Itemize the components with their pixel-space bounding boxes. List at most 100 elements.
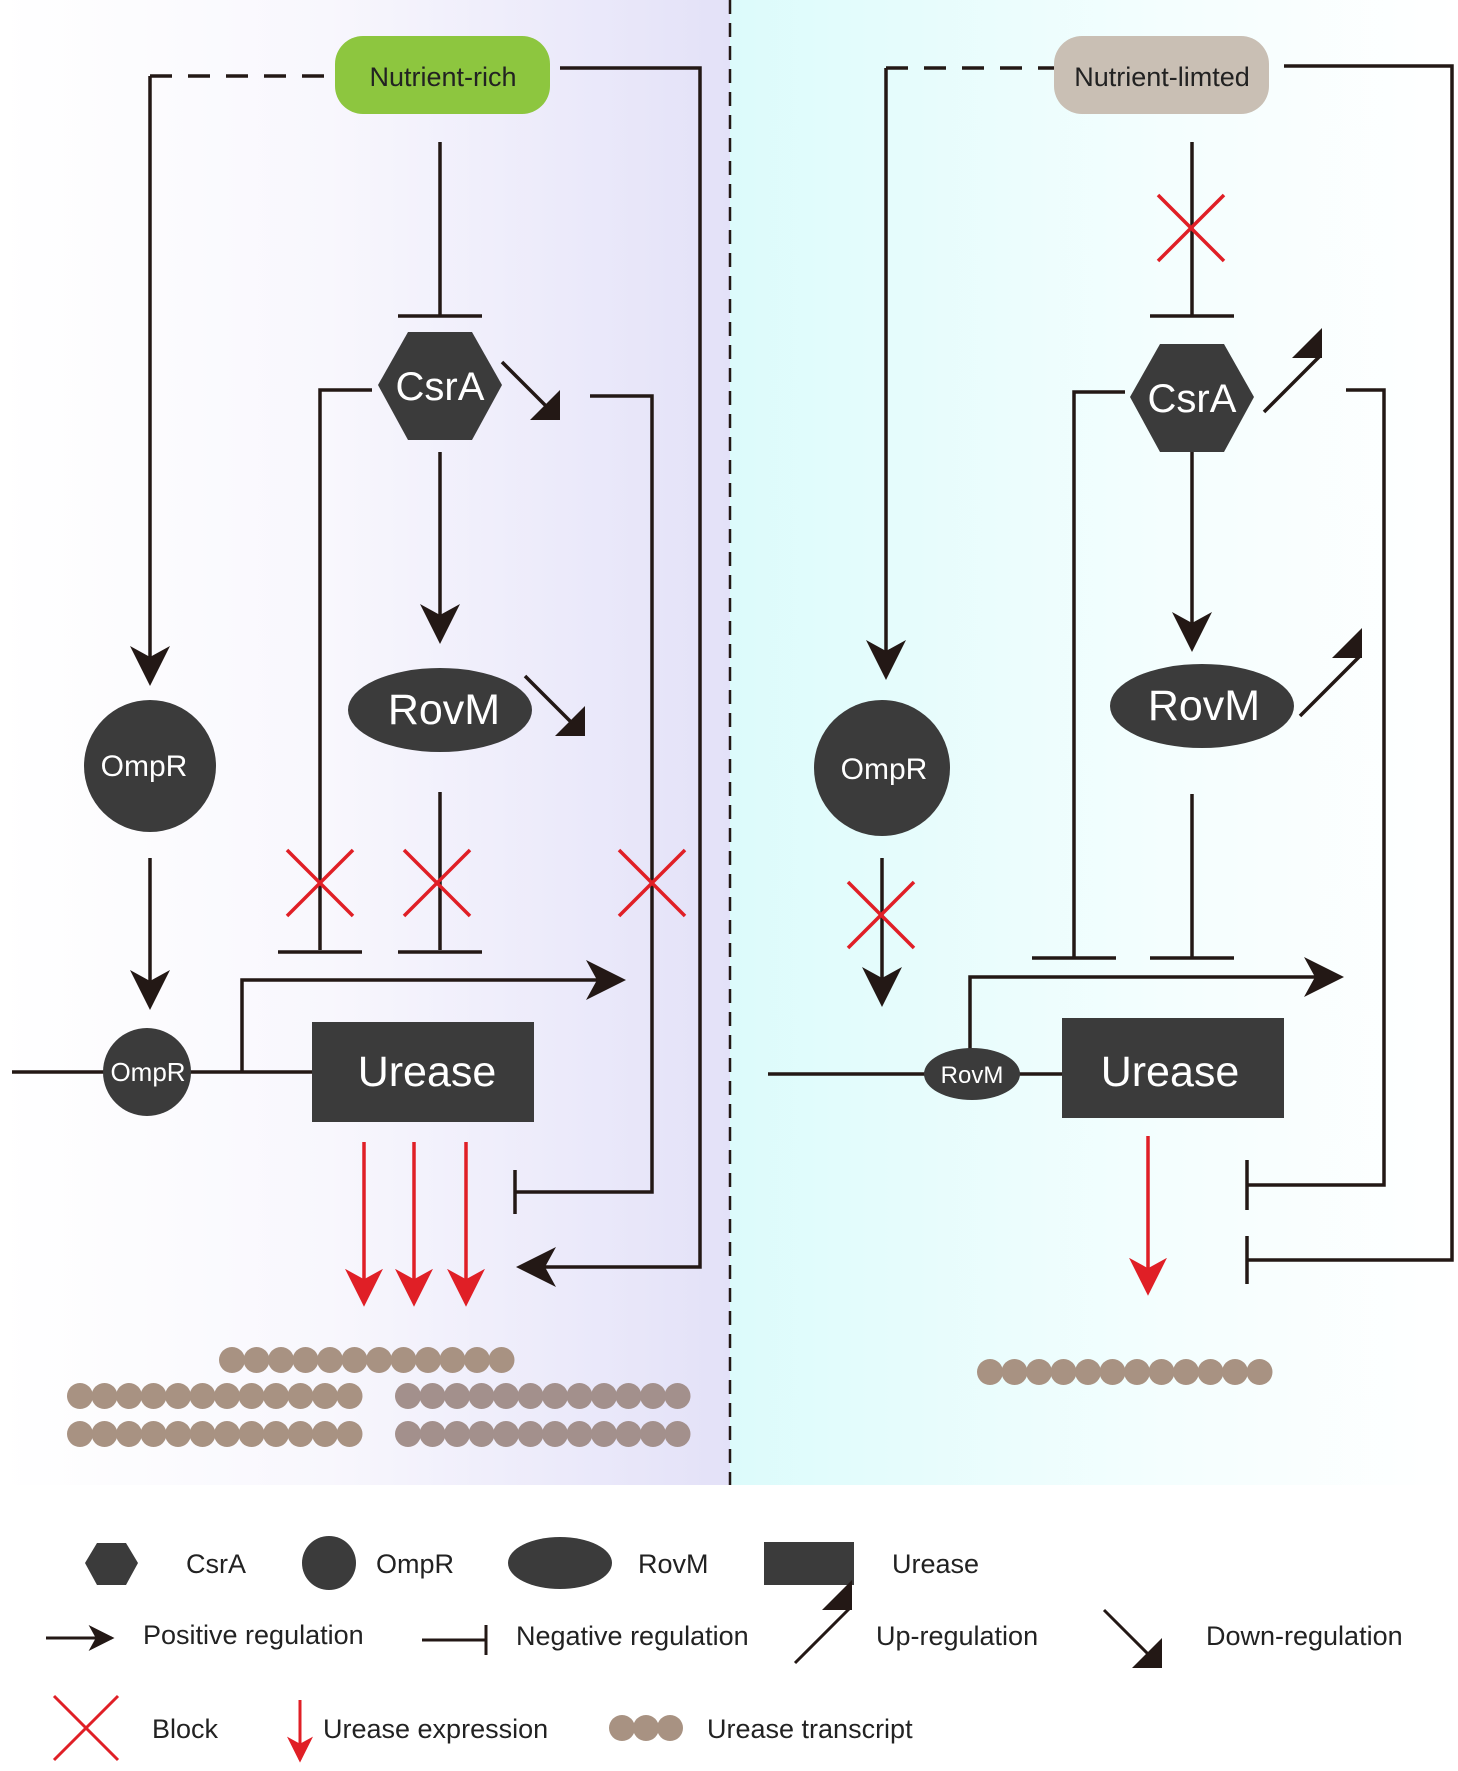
right-urease-label: Urease [1101,1048,1240,1096]
transcript-bead [615,1383,642,1409]
transcript-bead [268,1347,294,1373]
right-transcription-arrow [968,957,1344,1074]
transcript-bead [444,1383,470,1409]
left-csra-inhibit-urease [318,388,372,950]
transcript-bead [214,1383,240,1409]
transcript-bead [165,1421,191,1447]
right-csra-inhibit-urease [1072,390,1125,957]
legend-ompr-label: OmpR [376,1549,454,1579]
legend-expression-label: Urease expression [323,1714,548,1744]
transcript-bead [263,1421,289,1447]
legend-down-arrow-icon [1102,1608,1162,1668]
transcript-bead [243,1347,270,1373]
transcript-bead [336,1421,363,1447]
right-rovm-up-arrow [1298,628,1362,718]
transcript-bead [189,1421,216,1447]
right-panel [768,64,1454,1284]
right-urease-box [1062,1018,1284,1118]
transcript-bead [1075,1359,1101,1385]
legend: CsrA OmpR RovM Urease Positive regulatio… [46,1536,1403,1763]
right-csra-up-arrow [1262,328,1322,414]
transcript-bead [287,1421,314,1447]
transcript-bead [189,1383,216,1409]
left-nutrient-rich-box [335,36,550,114]
legend-positive-label: Positive regulation [143,1620,364,1650]
right-csra-node [1130,344,1254,452]
transcript-bead [1050,1359,1077,1385]
transcript-bead [517,1421,544,1447]
transcript-bead [468,1421,495,1447]
transcript-bead [640,1383,666,1409]
transcript-bead [219,1347,245,1373]
transcript-bead [1222,1359,1248,1385]
transcript-bead [336,1383,363,1409]
left-urease-label: Urease [358,1048,497,1096]
left-ompr-node [84,700,216,832]
transcript-bead [444,1421,470,1447]
transcript-bead [366,1347,392,1373]
transcript-bead [91,1383,118,1409]
left-ompr-site [103,1028,191,1116]
transcript-bead [591,1383,617,1409]
legend-block-icon [52,1694,120,1762]
left-csra-node [378,332,502,440]
left-outer-activation [516,66,702,1287]
transcript-bead [238,1383,265,1409]
right-ompr-label: OmpR [841,753,928,786]
transcript-bead [1124,1359,1150,1385]
transcript-bead [591,1421,617,1447]
transcript-bead [977,1359,1003,1385]
transcript-bead [1173,1359,1199,1385]
transcript-bead [664,1383,691,1409]
transcript-bead [1099,1359,1126,1385]
transcript-bead [493,1421,519,1447]
legend-ompr-icon [302,1536,356,1590]
right-nutrient-limited-box [1054,36,1269,114]
transcript-bead [395,1383,421,1409]
transcript-bead [640,1421,666,1447]
left-ompr-site-label: OmpR [110,1057,185,1087]
legend-csra-label: CsrA [186,1549,246,1579]
legend-transcript-label: Urease transcript [707,1714,913,1744]
transcript-bead [390,1347,417,1373]
transcript-bead [1246,1359,1273,1385]
left-transcripts [67,1347,691,1447]
transcript-bead [566,1383,593,1409]
left-expression-arrows [345,1142,485,1307]
transcript-bead [140,1383,167,1409]
right-blocks [846,193,1226,950]
right-right-loop-inhibit [1247,388,1386,1187]
transcript-bead [165,1383,191,1409]
transcript-bead [1148,1359,1175,1385]
legend-negative-label: Negative regulation [516,1621,749,1651]
transcript-bead [91,1421,118,1447]
left-right-loop-inhibit [515,394,654,1194]
left-rovm-label: RovM [388,686,500,734]
transcript-bead [415,1347,441,1373]
right-transcripts [977,1359,1273,1385]
right-outer-inhibit [1247,64,1454,1262]
transcript-bead [263,1383,289,1409]
transcript-bead [116,1421,142,1447]
transcript-bead [464,1347,490,1373]
block-icon [1156,193,1226,263]
transcript-bead [542,1383,568,1409]
block-icon [285,848,355,918]
transcript-bead [664,1421,691,1447]
legend-transcript-icon [609,1715,683,1741]
transcript-bead [488,1347,515,1373]
transcript-bead [493,1383,519,1409]
transcript-bead [317,1347,343,1373]
transcript-bead [419,1383,446,1409]
right-nutrient-limited-label: Nutrient-limted [1074,62,1250,92]
left-nutrient-rich-label: Nutrient-rich [369,62,516,92]
transcript-bead [395,1421,421,1447]
transcript-bead [615,1421,642,1447]
transcript-bead [468,1383,495,1409]
transcript-bead [1026,1359,1052,1385]
legend-up-label: Up-regulation [876,1621,1038,1651]
transcript-bead [1001,1359,1028,1385]
legend-block-label: Block [152,1714,219,1744]
left-urease-box [312,1022,534,1122]
legend-urease-icon [764,1542,854,1585]
